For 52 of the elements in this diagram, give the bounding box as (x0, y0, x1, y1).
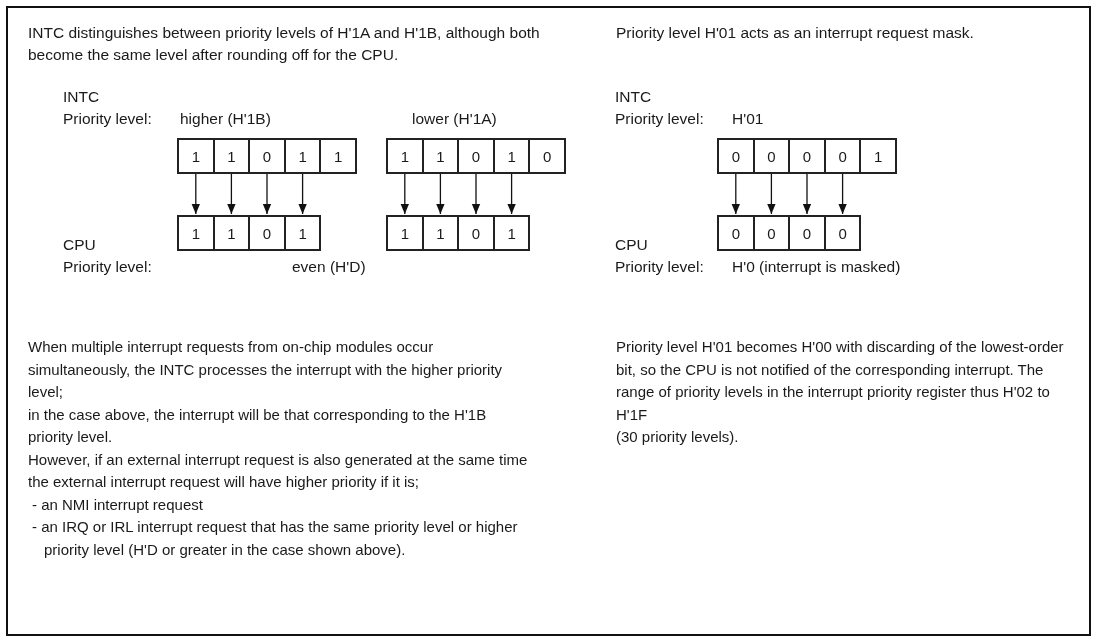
field-label: Priority level: (615, 109, 704, 129)
bit-cell: 1 (177, 215, 215, 251)
bit-cell: 0 (528, 138, 566, 174)
arrow (227, 173, 236, 215)
heading-text: INTC distinguishes between priority levels of H'1A and H'1B, although both become the same level after rounding off for the CPU. (28, 23, 541, 65)
bit-cell: 1 (283, 215, 322, 251)
bit-cell: 1 (492, 215, 531, 251)
arrow (400, 173, 409, 215)
field-label: Priority level: (63, 109, 152, 129)
bit-cell: 1 (177, 138, 215, 174)
priority-label: even (H'D) (292, 257, 366, 277)
bit-cell: 0 (457, 138, 495, 174)
bit-cell: 0 (248, 215, 286, 251)
heading-text: Priority level H'01 acts as an interrupt request mask. (616, 23, 974, 43)
bit-cell: 0 (788, 215, 826, 251)
arrow (262, 173, 272, 215)
priority-label: H'0 (interrupt is masked) (732, 257, 901, 277)
arrow (507, 173, 516, 215)
arrow (838, 173, 847, 215)
register-label: INTC (615, 87, 652, 107)
arrow (802, 173, 812, 215)
priority-label: higher (H'1B) (180, 109, 271, 129)
register-label: INTC (63, 87, 100, 107)
paragraph: When multiple interrupt requests from on-chip modules occur simultaneously, the INTC processes the interrupt with the higher priority level; (28, 337, 504, 402)
field-label: Priority level: (63, 257, 152, 277)
arrow (191, 173, 200, 215)
list-item: - an NMI interrupt request (31, 494, 204, 515)
bit-cell: 0 (457, 215, 495, 251)
bit-cell: 1 (319, 138, 357, 174)
paragraph: However, if an external interrupt request is also generated at the same time the external interrupt request will have higher priority if it is; (28, 449, 529, 492)
list-item: - an IRQ or IRL interrupt request that has the same priority level or higher priority level (H'D or greater in the case shown above). (31, 517, 519, 560)
paragraph: Priority level H'01 becomes H'00 with discarding of the lowest-order bit, so the CPU is not notified of the corresponding interrupt. The range of priority levels in the interrupt priority register thus H'02 to H'1F (616, 337, 1065, 425)
bit-cell: 0 (717, 138, 755, 174)
arrow (471, 173, 481, 215)
priority-label: lower (H'1A) (412, 109, 497, 129)
bit-cell: 1 (386, 215, 424, 251)
arrow (731, 173, 740, 215)
priority-label: H'01 (732, 109, 764, 129)
bit-cell: 0 (823, 215, 862, 251)
arrow (298, 173, 307, 215)
arrow (436, 173, 445, 215)
field-label: Priority level: (615, 257, 704, 277)
bit-cell: 0 (248, 138, 286, 174)
arrow (767, 173, 776, 215)
bit-cell: 1 (386, 138, 424, 174)
paragraph: in the case above, the interrupt will be that corresponding to the H'1B priority level. (28, 404, 488, 447)
paragraph: (30 priority levels). (616, 427, 740, 447)
register-label: CPU (615, 235, 648, 255)
bit-cell: 1 (859, 138, 897, 174)
bit-cell: 0 (788, 138, 826, 174)
register-label: CPU (63, 235, 96, 255)
bit-cell: 0 (717, 215, 755, 251)
